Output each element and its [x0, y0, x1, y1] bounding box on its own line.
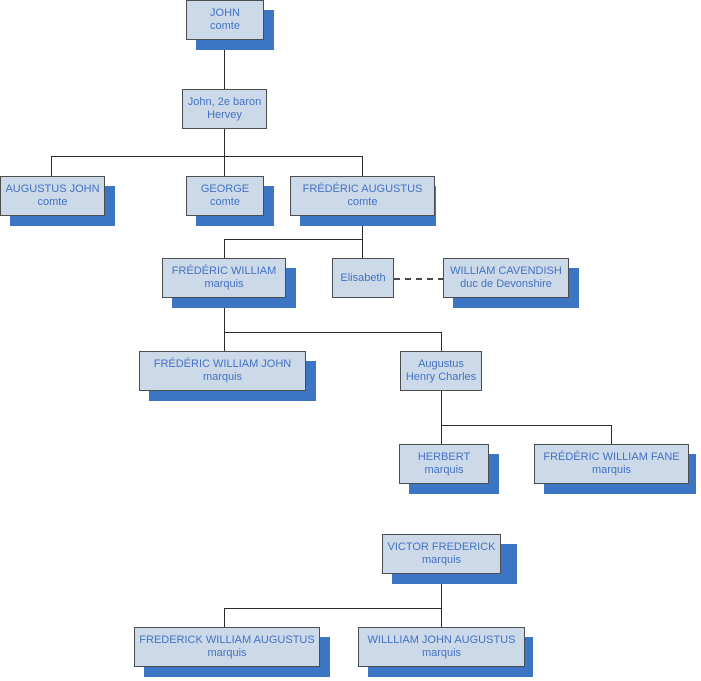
connector-bus-generation8	[224, 608, 442, 609]
connector-marriage-elisabeth-cavendish	[394, 278, 444, 280]
node-frederick-william-augustus[interactable]: FREDERICK WILLIAM AUGUSTUS marquis	[134, 627, 320, 667]
node-frederic-william-john[interactable]: FRÉDÉRIC WILLIAM JOHN marquis	[139, 351, 306, 391]
node-fredwillfane-name: FRÉDÉRIC WILLIAM FANE	[543, 451, 680, 464]
node-george[interactable]: GEORGE comte	[186, 176, 264, 216]
node-cavendish-name: WILLIAM CAVENDISH	[450, 265, 562, 278]
connector-fredwill-down	[224, 298, 225, 332]
node-fredaug-name: FRÉDÉRIC AUGUSTUS	[302, 183, 423, 196]
connector-bus-to-fredwilljohn	[224, 332, 225, 351]
node-fredaug-title: comte	[347, 196, 378, 208]
connector-bus-to-fredaug	[362, 156, 363, 176]
node-john-2e-baron-hervey[interactable]: John, 2e baron Hervey	[182, 89, 267, 129]
node-cavendish-title: duc de Devonshire	[460, 278, 552, 290]
connector-victorfred-down	[441, 574, 442, 608]
node-fredwill-name: FRÉDÉRIC WILLIAM	[171, 265, 277, 278]
connector-bus-to-herbert	[441, 425, 442, 444]
connector-bus-to-willliamja	[441, 608, 442, 628]
connector-bus-generation5	[224, 332, 442, 333]
connector-john-to-john2e	[224, 40, 225, 90]
node-fredwilljohn-title: marquis	[202, 371, 243, 383]
node-john2e-title: Hervey	[207, 109, 242, 121]
node-frederic-william[interactable]: FRÉDÉRIC WILLIAM marquis	[162, 258, 286, 298]
node-willliamja-title: marquis	[421, 647, 462, 659]
node-herbert-name: HERBERT	[417, 451, 471, 464]
connector-bus-generation3	[51, 156, 363, 157]
node-willliamja-name: WILLLIAM JOHN AUGUSTUS	[367, 634, 516, 647]
node-elisabeth-name: Elisabeth	[340, 271, 386, 284]
node-augustusjohn-title: comte	[37, 196, 68, 208]
connector-bus-to-augustusjohn	[51, 156, 52, 176]
node-herbert[interactable]: HERBERT marquis	[399, 444, 489, 484]
connector-augustushc-down	[441, 391, 442, 425]
node-george-name: GEORGE	[200, 183, 250, 196]
node-william-cavendish[interactable]: WILLIAM CAVENDISH duc de Devonshire	[443, 258, 569, 298]
node-fredwilljohn-name: FRÉDÉRIC WILLIAM JOHN	[153, 358, 292, 371]
node-augustus-henry-charles[interactable]: Augustus Henry Charles	[400, 351, 482, 391]
node-augustushc-name: Augustus	[418, 358, 464, 371]
node-john-name: JOHN	[210, 7, 240, 20]
node-frederickwa-title: marquis	[207, 647, 247, 659]
node-frederickwa-name: FREDERICK WILLIAM AUGUSTUS	[139, 634, 315, 647]
node-fredwill-title: marquis	[204, 278, 244, 290]
node-victor-frederick[interactable]: VICTOR FREDERICK marquis	[382, 534, 501, 574]
connector-bus-generation6	[441, 425, 612, 426]
connector-bus-to-elisabeth	[362, 239, 363, 258]
connector-bus-to-fredwillfane	[611, 425, 612, 444]
node-augustus-john[interactable]: AUGUSTUS JOHN comte	[0, 176, 105, 216]
connector-bus-to-frederickwa	[224, 608, 225, 628]
connector-john2e-down	[224, 128, 225, 156]
node-victorfred-title: marquis	[421, 554, 462, 566]
node-augustusjohn-name: AUGUSTUS JOHN	[5, 183, 100, 196]
node-willliam-john-augustus[interactable]: WILLLIAM JOHN AUGUSTUS marquis	[358, 627, 525, 667]
node-frederic-william-fane[interactable]: FRÉDÉRIC WILLIAM FANE marquis	[534, 444, 689, 484]
node-augustushc-title: Henry Charles	[405, 371, 477, 383]
node-george-title: comte	[210, 196, 240, 208]
node-john[interactable]: JOHN comte	[186, 0, 264, 40]
node-john-title: comte	[210, 20, 240, 32]
node-john2e-name: John, 2e baron	[187, 96, 262, 109]
node-fredwillfane-title: marquis	[591, 464, 632, 476]
node-frederic-augustus[interactable]: FRÉDÉRIC AUGUSTUS comte	[290, 176, 435, 216]
connector-bus-to-fredwill	[224, 239, 225, 258]
node-herbert-title: marquis	[424, 464, 464, 476]
connector-fredaug-down	[362, 216, 363, 239]
node-elisabeth[interactable]: Elisabeth	[332, 258, 394, 298]
connector-bus-to-george	[224, 156, 225, 176]
node-victorfred-name: VICTOR FREDERICK	[387, 541, 496, 554]
connector-bus-generation4	[224, 239, 363, 240]
connector-bus-to-augustushc	[441, 332, 442, 351]
